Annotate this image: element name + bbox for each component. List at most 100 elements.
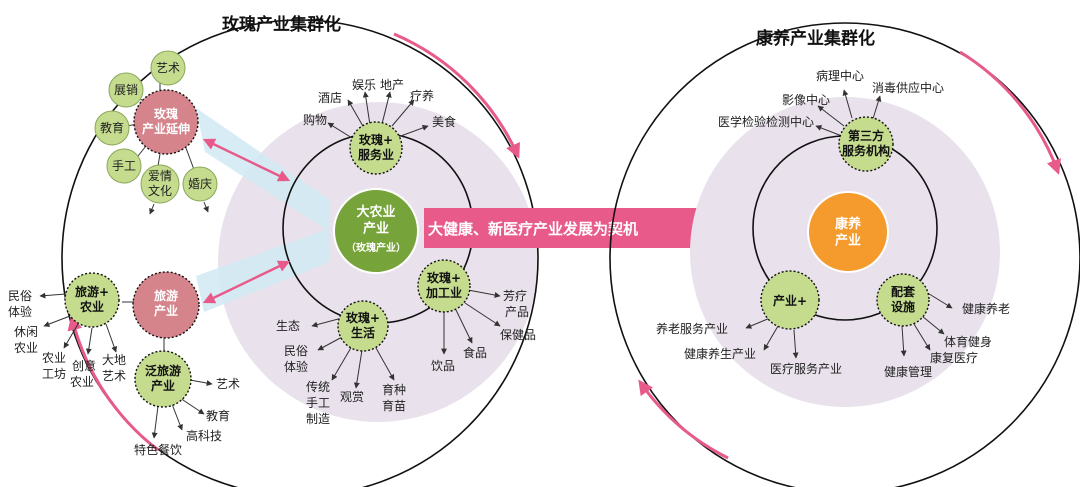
service-leaf-hotel: 酒店 xyxy=(318,91,342,105)
double-arrow-tourism xyxy=(202,260,291,304)
satellite-education-label: 教育 xyxy=(100,120,124,135)
satellite-exhibit-label: 展销 xyxy=(114,83,138,97)
right-rotation-arrow-top xyxy=(959,50,1061,175)
tourism-circle xyxy=(132,271,200,339)
tour-agri-leaf-agriculture-b: 农业 xyxy=(42,351,66,365)
living-circle xyxy=(337,300,389,352)
left-cluster: 玫瑰产业集群化 大农业产业 （玫瑰产业） 玫瑰+服务业 酒店 娱乐 地产 疗养 … xyxy=(8,14,539,487)
processing-leaf-health: 保健品 xyxy=(500,328,536,342)
left-core-sub: （玫瑰产业） xyxy=(346,241,406,254)
processing-label: 玫瑰+加工业 xyxy=(425,270,462,300)
tour-agri-leaf-experience: 体验 xyxy=(8,304,32,319)
satellite-education-circle xyxy=(94,110,130,146)
third-party-leaf-pathology: 病理中心 xyxy=(816,68,864,83)
tour-agri-leaf-creative: 创意 xyxy=(72,358,96,373)
pan-tour-leaf-hightech: 高科技 xyxy=(186,428,222,443)
right-core-circle xyxy=(807,191,889,273)
extension-circle xyxy=(133,89,199,155)
processing-leaf-drink: 饮品 xyxy=(431,359,455,373)
satellite-wedding-label: 婚庆 xyxy=(188,177,212,191)
pan-tour-node: 泛旅游产业 艺术 教育 高科技 特色餐饮 xyxy=(134,350,240,457)
extension-label: 玫瑰产业延伸 xyxy=(142,106,190,136)
facilities-circle xyxy=(876,273,930,327)
third-party-leaf-imaging: 影像中心 xyxy=(782,92,830,107)
living-leaf-traditional: 传统 xyxy=(306,379,330,394)
bridge-arrow-label: 大健康、新医疗产业发展为契机 xyxy=(428,220,638,238)
living-leaf-experience: 体验 xyxy=(284,359,308,374)
facilities-node: 配套设施 健康养老 体育健身 康复医疗 健康管理 xyxy=(876,273,1010,379)
living-leaf-breeding: 育种 xyxy=(382,382,406,397)
processing-leaf-food: 食品 xyxy=(463,345,487,360)
right-rotation-arrow-bottom xyxy=(638,379,729,460)
third-party-label: 第三方服务机构 xyxy=(842,128,890,158)
service-label: 玫瑰+服务业 xyxy=(358,132,394,162)
extension-hub: 艺术 展销 教育 手工 爱情文化 婚庆 玫瑰产业延伸 xyxy=(94,50,218,215)
tour-agri-leaf-art: 艺术 xyxy=(102,369,126,383)
tour-agri-leaf-agriculture-a: 农业 xyxy=(14,341,38,355)
living-leaf-folk: 民俗 xyxy=(284,344,308,358)
industry-plus-circle xyxy=(760,270,820,330)
facilities-label: 配套设施 xyxy=(891,284,916,314)
left-cluster-title: 玫瑰产业集群化 xyxy=(222,14,341,35)
tour-agri-leaf-leisure: 休闲 xyxy=(14,325,38,339)
tour-agri-leaf-land: 大地 xyxy=(102,353,126,367)
tour-agri-leaf-folk: 民俗 xyxy=(8,289,32,303)
service-leaf-entertainment: 娱乐 xyxy=(352,78,376,92)
living-leaf-seedling: 育苗 xyxy=(382,398,406,413)
service-node: 玫瑰+服务业 酒店 娱乐 地产 疗养 购物 美食 xyxy=(303,78,456,175)
satellite-love-culture-circle xyxy=(140,164,180,204)
third-party-leaf-disinfection: 消毒供应中心 xyxy=(872,80,944,95)
industry-plus-leaf-medical: 医疗服务产业 xyxy=(770,361,842,376)
satellite-art-circle xyxy=(150,50,186,86)
tour-agri-leaf-agriculture-c: 农业 xyxy=(70,375,94,389)
living-leaf-viewing: 观赏 xyxy=(340,390,364,404)
right-cluster-title: 康养产业集群化 xyxy=(756,28,875,49)
tourism-label: 旅游产业 xyxy=(154,288,178,318)
left-core-label: 大农业产业 xyxy=(356,204,395,236)
tour-agri-leaf-workshop: 工坊 xyxy=(42,366,66,381)
satellite-art-label: 艺术 xyxy=(156,61,180,75)
satellite-love-culture-label: 爱情文化 xyxy=(148,169,172,198)
third-party-circle xyxy=(838,116,894,172)
living-leaf-handcraft: 手工 xyxy=(306,396,330,410)
right-core-label: 康养产业 xyxy=(835,216,862,248)
pan-tour-label: 泛旅游产业 xyxy=(145,363,181,393)
satellite-exhibit-circle xyxy=(108,72,144,108)
service-leaf-food: 美食 xyxy=(432,114,456,129)
left-rotation-arrow-top xyxy=(393,32,520,159)
facilities-leaf-elderly-care: 健康养老 xyxy=(962,301,1010,316)
industry-plus-leaf-elderly: 养老服务产业 xyxy=(656,321,728,336)
double-arrow-extension xyxy=(202,138,291,182)
facilities-leaf-fitness: 体育健身 xyxy=(944,334,992,349)
satellite-handcraft-circle xyxy=(106,148,142,184)
pan-tour-leaf-cuisine: 特色餐饮 xyxy=(134,442,182,457)
right-outer-circle xyxy=(609,22,1080,487)
pan-tour-circle xyxy=(134,350,192,408)
living-leaf-manufacture: 制造 xyxy=(306,412,330,426)
tour-agri-node: 旅游+农业 民俗 体验 休闲 农业 农业 工坊 创意 农业 大地 艺术 xyxy=(8,272,126,389)
processing-leaf-aroma: 芳疗 xyxy=(503,289,527,303)
industry-plus-label: 产业+ xyxy=(773,293,807,308)
industry-plus-leaf-wellness: 健康养生产业 xyxy=(684,346,756,361)
bridge-arrow-shape xyxy=(424,190,748,266)
bridge-arrow: 大健康、新医疗产业发展为契机 xyxy=(424,190,748,266)
left-core-circle xyxy=(333,188,419,274)
processing-circle xyxy=(417,259,471,313)
tour-agri-circle xyxy=(64,272,120,328)
pan-tour-leaf-education: 教育 xyxy=(206,408,230,423)
processing-leaf-product: 产品 xyxy=(505,305,529,319)
right-cluster: 康养产业集群化 康养产业 第三方服务机构 病理中心 消毒供应中心 影像中心 医学… xyxy=(609,22,1080,487)
facilities-leaf-management: 健康管理 xyxy=(884,364,932,379)
processing-node: 玫瑰+加工业 芳疗 产品 保健品 食品 饮品 xyxy=(417,259,536,373)
pan-tour-leaf-art: 艺术 xyxy=(216,377,240,391)
satellite-handcraft-label: 手工 xyxy=(112,159,136,173)
service-leaf-estate: 地产 xyxy=(380,78,404,92)
third-party-leaf-lab: 医学检验检测中心 xyxy=(718,114,814,129)
satellite-wedding-circle xyxy=(182,166,218,202)
industry-plus-node: 产业+ 养老服务产业 健康养生产业 医疗服务产业 xyxy=(656,270,842,376)
tourism-hub: 旅游产业 xyxy=(122,271,200,352)
service-leaf-recuperation: 疗养 xyxy=(410,88,434,103)
third-party-node: 第三方服务机构 病理中心 消毒供应中心 影像中心 医学检验检测中心 xyxy=(718,68,944,172)
left-rotation-arrow-bottom xyxy=(67,315,159,452)
